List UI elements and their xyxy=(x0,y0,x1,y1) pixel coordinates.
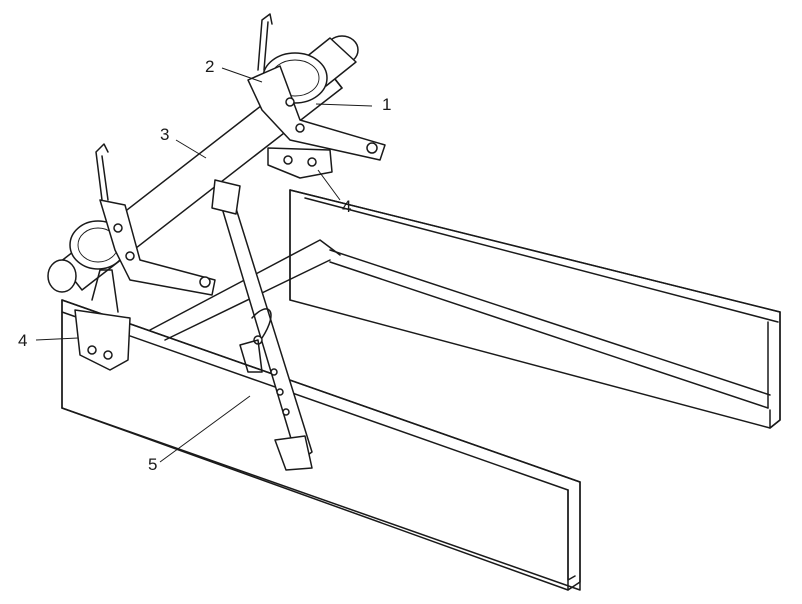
callout-4-lower: 4 xyxy=(18,331,27,350)
callout-5: 5 xyxy=(148,455,157,474)
callout-4-upper: 4 xyxy=(342,197,351,216)
callout-1: 1 xyxy=(382,95,391,114)
callout-2: 2 xyxy=(205,57,214,76)
diagonal-strut xyxy=(211,179,313,471)
lower-bracket-assembly xyxy=(69,143,216,371)
right-channel-beam xyxy=(289,189,781,429)
front-channel-beam xyxy=(61,239,581,591)
callout-3: 3 xyxy=(160,125,169,144)
callout-labels: 2 1 3 4 4 5 xyxy=(18,57,391,474)
upper-bracket-assembly xyxy=(247,13,386,179)
leader-lines xyxy=(35,67,373,463)
